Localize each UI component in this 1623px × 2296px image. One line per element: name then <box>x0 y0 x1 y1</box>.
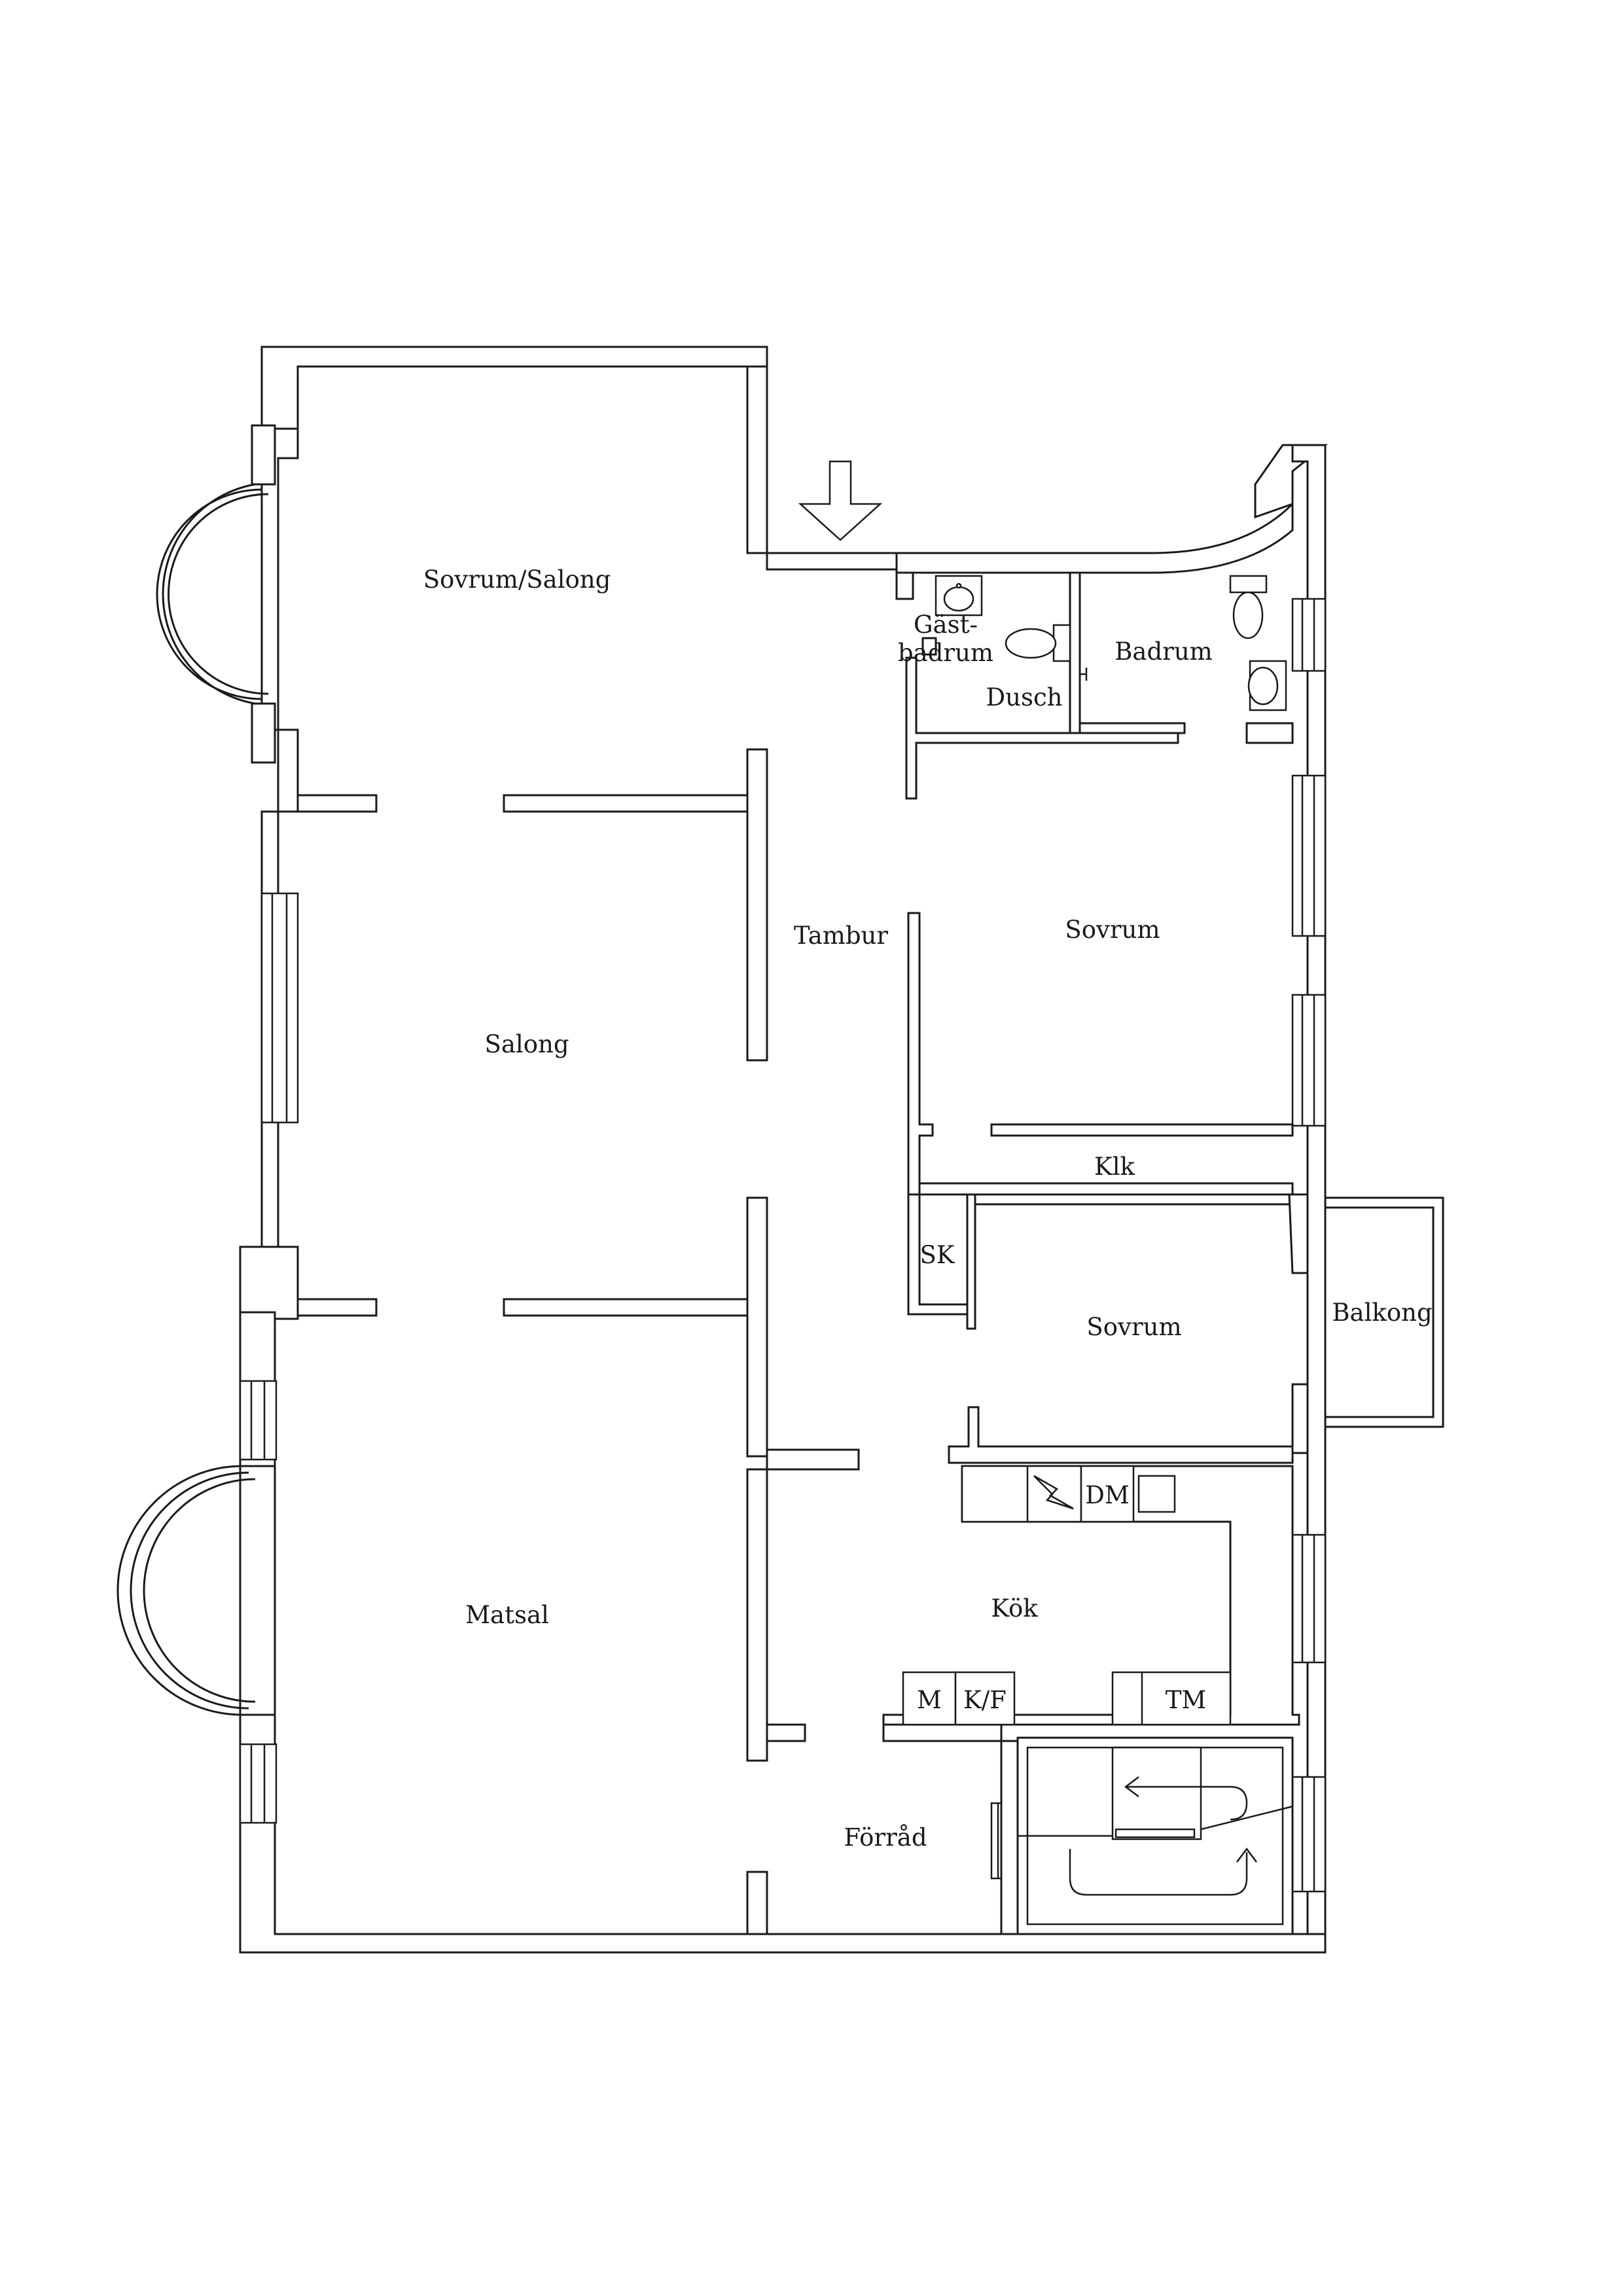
room-label-dusch: Dusch <box>986 683 1062 711</box>
room-label-salong: Salong <box>484 1030 569 1058</box>
bathroom-fixtures <box>935 575 1287 711</box>
appliance-label-tm: TM <box>1166 1686 1207 1714</box>
entrance-arrow-icon <box>798 460 883 541</box>
room-label-tambur: Tambur <box>794 922 888 950</box>
room-label-badrum: Badrum <box>1115 637 1213 666</box>
room-label-sovrum-1: Sovrum <box>1065 916 1160 944</box>
stairwell <box>1016 1736 1294 1935</box>
room-label-sovrum-2: Sovrum <box>1086 1313 1181 1341</box>
room-label-klk: Klk <box>1094 1153 1135 1181</box>
appliance-labels: DM M K/F TM <box>917 1481 1206 1714</box>
appliance-label-dm: DM <box>1085 1481 1130 1509</box>
room-label-sovrum-salong: Sovrum/Salong <box>423 565 611 594</box>
kitchen-fixtures <box>882 1465 1300 1726</box>
room-label-gastbadrum-line2: badrum <box>898 639 993 667</box>
room-labels: Sovrum/Salong Salong Matsal Tambur Gäst-… <box>423 565 1433 1852</box>
room-label-matsal: Matsal <box>465 1601 549 1629</box>
room-label-forrad: Förråd <box>844 1823 927 1852</box>
appliance-label-m: M <box>917 1686 942 1714</box>
room-label-balkong: Balkong <box>1332 1299 1432 1327</box>
appliance-label-kf: K/F <box>963 1686 1007 1714</box>
windows <box>239 598 1327 1893</box>
balcony <box>1324 1196 1444 1428</box>
room-label-kok: Kök <box>991 1594 1038 1623</box>
room-label-sk: SK <box>920 1241 955 1269</box>
room-label-gastbadrum-line1: Gäst- <box>914 611 978 639</box>
interior-walls <box>296 571 1309 1935</box>
